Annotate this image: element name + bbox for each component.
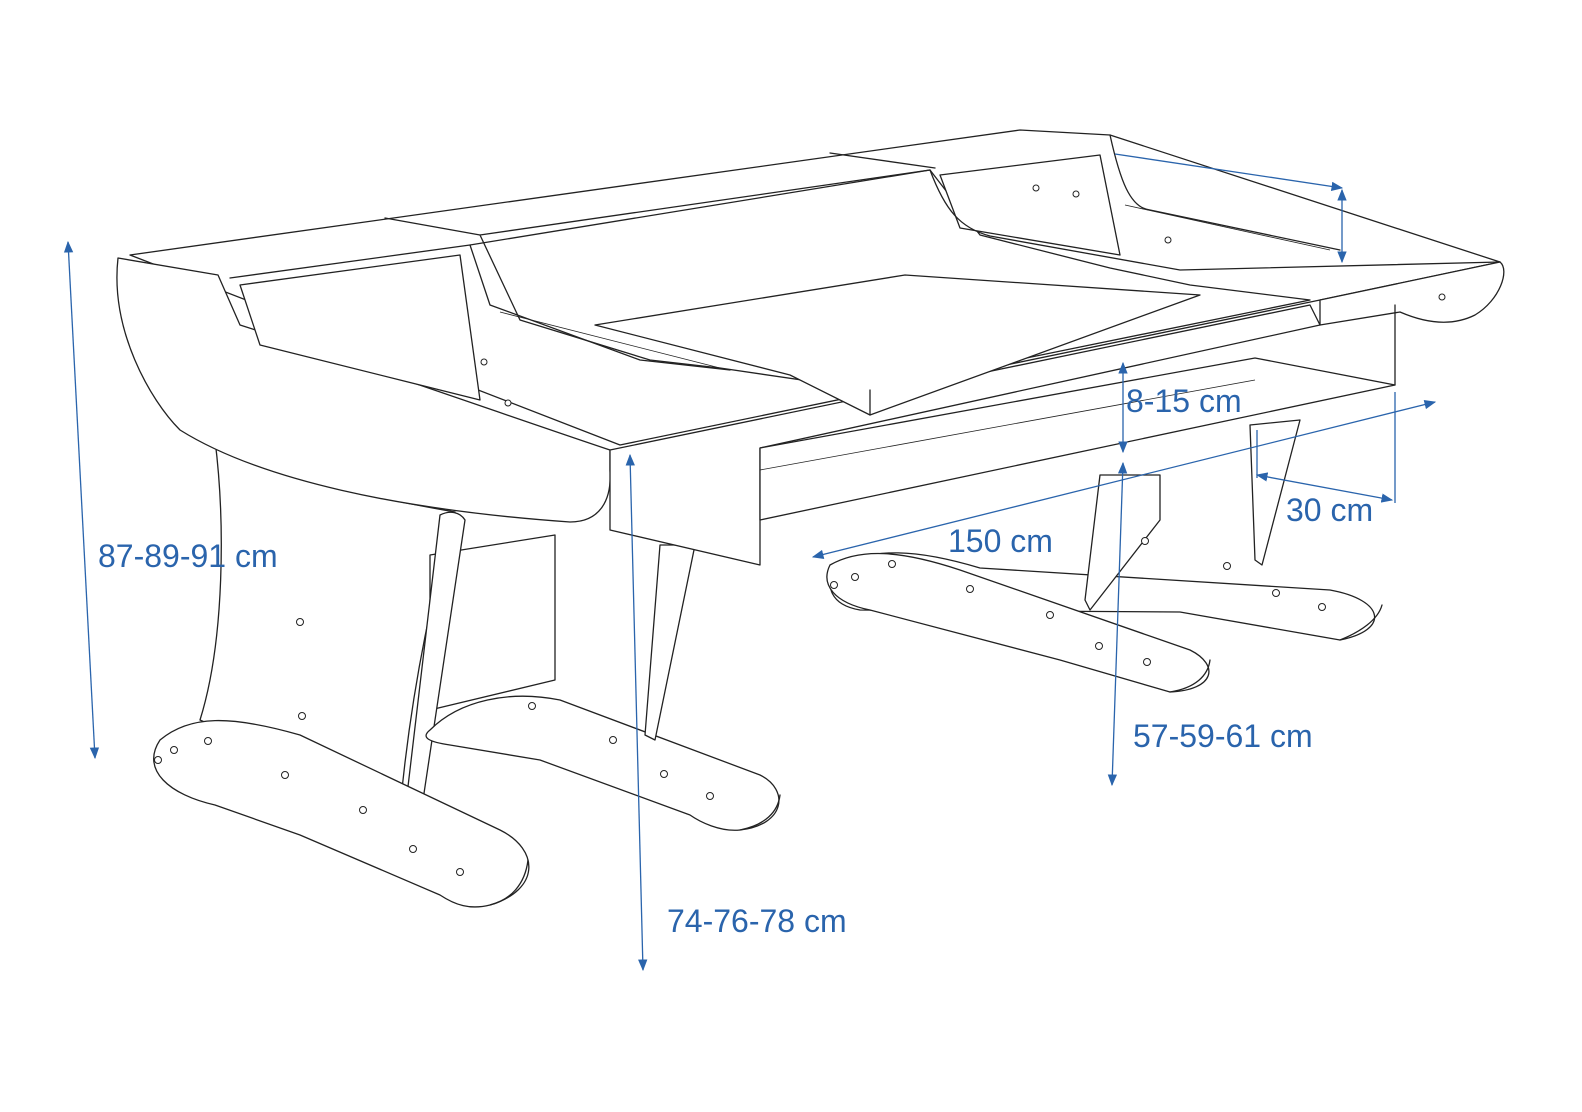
total-height-label: 87-89-91 cm <box>98 538 278 574</box>
left-side-panel <box>199 439 556 821</box>
shelf-gap-label: 8-15 cm <box>1126 383 1242 419</box>
dimension-lines <box>63 153 1437 972</box>
depth-label: 30 cm <box>1286 492 1374 528</box>
left-feet <box>153 695 781 908</box>
shelf-height-label: 57-59-61 cm <box>1133 718 1313 754</box>
desk-top <box>116 129 1505 566</box>
desk-height-label: 74-76-78 cm <box>667 903 847 939</box>
width-label: 150 cm <box>948 523 1053 559</box>
